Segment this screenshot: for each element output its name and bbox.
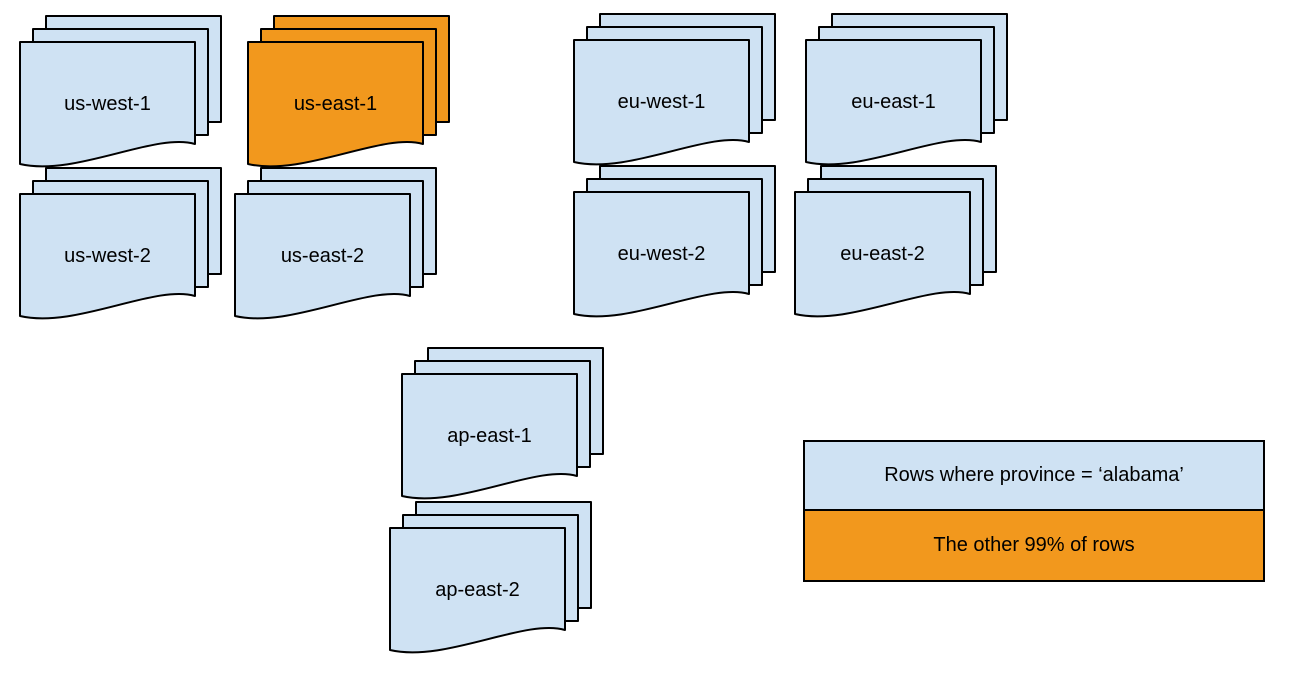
region-stack-eu-west-2: eu-west-2 [573, 165, 776, 320]
stacked-documents-icon [401, 347, 604, 500]
stacked-documents-icon [247, 15, 450, 168]
region-stack-us-west-1: us-west-1 [19, 15, 222, 170]
page-front [389, 527, 566, 654]
region-stack-eu-east-1: eu-east-1 [805, 13, 1008, 168]
page-front [805, 39, 982, 166]
legend: Rows where province = ‘alabama’ The othe… [803, 440, 1265, 582]
region-label: us-west-2 [64, 245, 151, 267]
page-front [19, 41, 196, 168]
page-front [234, 193, 411, 320]
region-stack-eu-east-2: eu-east-2 [794, 165, 997, 320]
stacked-documents-icon [573, 165, 776, 318]
stacked-documents-icon [389, 501, 592, 654]
region-label: eu-west-1 [617, 91, 706, 113]
region-stack-us-east-2: us-east-2 [234, 167, 437, 322]
page-front [401, 373, 578, 500]
page-front [19, 193, 196, 320]
region-label: us-east-2 [280, 245, 365, 267]
region-stack-ap-east-1: ap-east-1 [401, 347, 604, 502]
region-label: us-east-1 [293, 93, 378, 115]
legend-item-other-rows: The other 99% of rows [805, 511, 1263, 580]
region-label: eu-west-2 [617, 243, 706, 265]
region-stack-us-west-2: us-west-2 [19, 167, 222, 322]
page-front [573, 39, 750, 166]
region-stack-ap-east-2: ap-east-2 [389, 501, 592, 656]
stacked-documents-icon [19, 15, 222, 168]
stacked-documents-icon [234, 167, 437, 320]
stacked-documents-icon [19, 167, 222, 320]
region-label: ap-east-1 [447, 425, 532, 447]
region-stack-eu-west-1: eu-west-1 [573, 13, 776, 168]
stacked-documents-icon [794, 165, 997, 318]
page-front [794, 191, 971, 318]
region-label: eu-east-1 [851, 91, 936, 113]
page-front [573, 191, 750, 318]
page-front [247, 41, 424, 168]
stacked-documents-icon [805, 13, 1008, 166]
region-label: eu-east-2 [840, 243, 925, 265]
stacked-documents-icon [573, 13, 776, 166]
region-stack-us-east-1: us-east-1 [247, 15, 450, 170]
legend-item-alabama-rows: Rows where province = ‘alabama’ [805, 442, 1263, 511]
region-label: us-west-1 [64, 93, 151, 115]
region-label: ap-east-2 [435, 579, 520, 601]
